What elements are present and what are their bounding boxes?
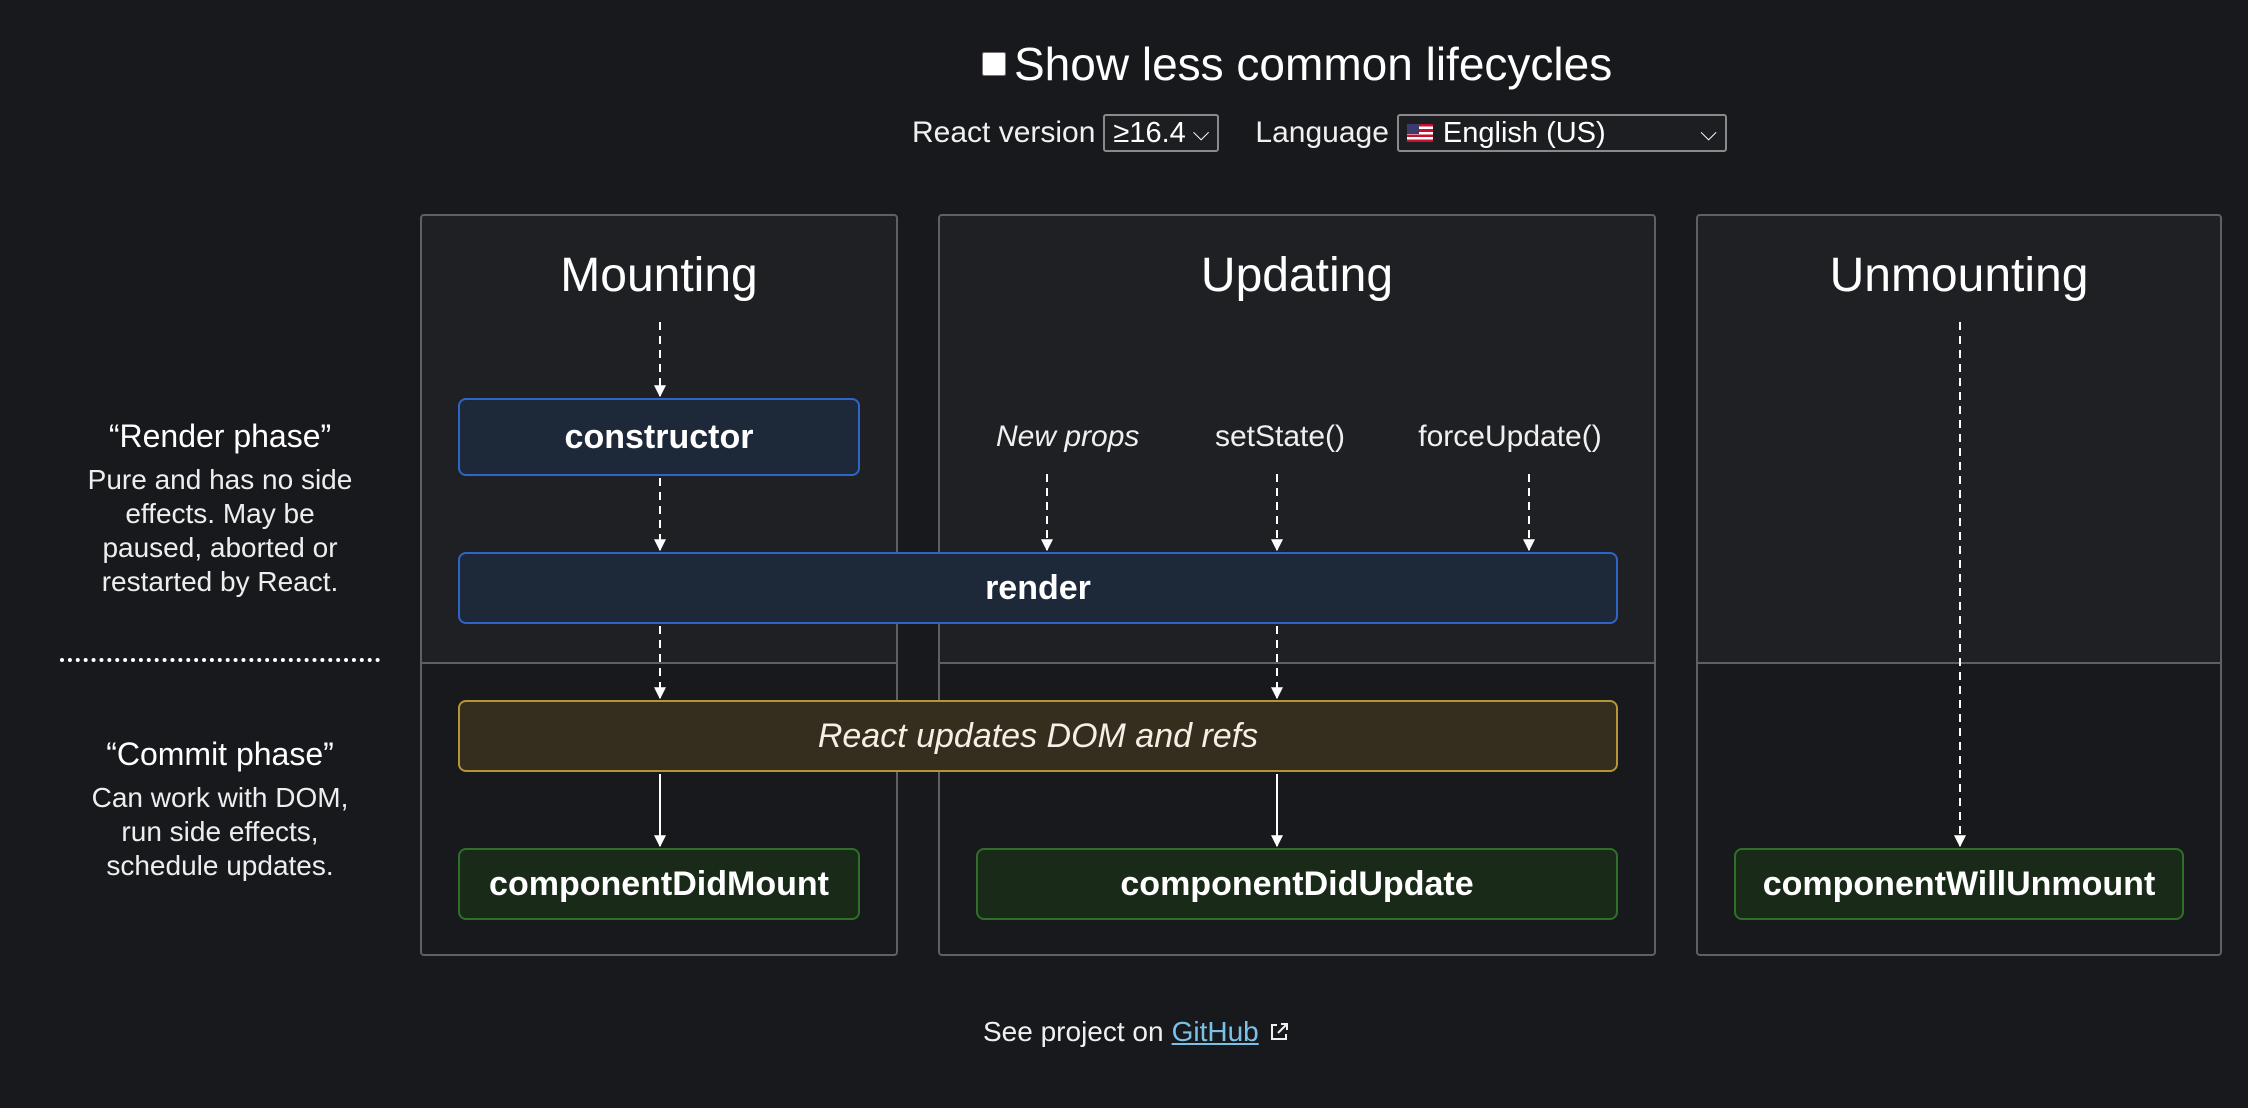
render-phase-line: restarted by React. (101, 566, 339, 597)
render-phase-description: “Render phase” Pure and has no side effe… (60, 418, 380, 599)
less-common-lifecycles-label[interactable]: Show less common lifecycles (1014, 38, 1613, 90)
new-props-trigger: New props (996, 420, 1140, 453)
controls-row: React version ≥16.4 ⌵ Language English (… (912, 112, 1727, 154)
language-value: English (US) (1442, 116, 1606, 149)
phase-boundary-line (940, 662, 1654, 664)
commit-phase-text: Can work with DOM, run side effects, sch… (60, 781, 380, 883)
dom-update-box: React updates DOM and refs (458, 700, 1618, 772)
set-state-trigger: setState() (1214, 420, 1346, 453)
render-phase-line: paused, aborted or (102, 532, 338, 563)
render-phase-title: “Render phase” (108, 418, 332, 454)
us-flag-icon (1406, 124, 1433, 142)
unmounting-column: Unmounting (1696, 214, 2222, 956)
component-did-update-box[interactable]: componentDidUpdate (976, 848, 1618, 920)
less-common-lifecycles-checkbox[interactable] (982, 52, 1006, 76)
mounting-title: Mounting (560, 249, 758, 302)
component-will-unmount-box[interactable]: componentWillUnmount (1734, 848, 2184, 920)
footer-text: See project on (983, 1016, 1164, 1047)
commit-phase-line: schedule updates. (106, 850, 334, 881)
updating-title: Updating (1200, 249, 1394, 302)
commit-phase-description: “Commit phase” Can work with DOM, run si… (60, 736, 380, 883)
render-phase-text: Pure and has no side effects. May be pau… (60, 463, 380, 599)
language-select[interactable]: English (US) ⌵ (1396, 114, 1727, 152)
toggle-row: Show less common lifecycles (982, 36, 1612, 92)
phase-divider (60, 658, 380, 662)
commit-phase-line: Can work with DOM, (91, 782, 349, 813)
unmounting-title: Unmounting (1829, 249, 2089, 302)
component-did-mount-box[interactable]: componentDidMount (458, 848, 860, 920)
commit-phase-line: run side effects, (121, 816, 319, 847)
render-phase-line: Pure and has no side (87, 464, 353, 495)
phase-boundary-line (422, 662, 896, 664)
phase-boundary-line (1698, 662, 2220, 664)
react-version-select[interactable]: ≥16.4 ⌵ (1103, 114, 1220, 152)
language-label: Language (1255, 116, 1389, 149)
chevron-down-icon: ⌵ (1700, 120, 1717, 145)
footer: See project on GitHub (983, 1012, 1291, 1052)
force-update-trigger: forceUpdate() (1418, 420, 1602, 453)
chevron-down-icon: ⌵ (1192, 120, 1210, 145)
react-version-value: ≥16.4 (1113, 116, 1186, 149)
github-link[interactable]: GitHub (1171, 1016, 1259, 1047)
external-link-icon[interactable] (1267, 1020, 1291, 1044)
constructor-box[interactable]: constructor (458, 398, 860, 476)
render-box[interactable]: render (458, 552, 1618, 624)
commit-phase-title: “Commit phase” (106, 736, 334, 772)
react-version-label: React version (912, 116, 1096, 149)
render-phase-line: effects. May be (125, 498, 315, 529)
